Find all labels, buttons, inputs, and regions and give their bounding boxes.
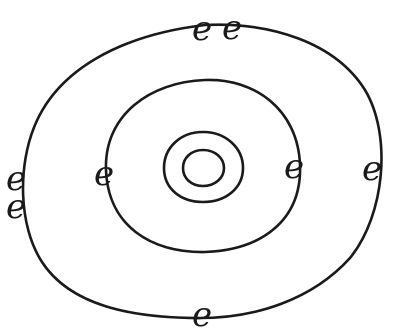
nucleus-inner-circle (183, 150, 224, 186)
nucleus-outer-circle (164, 132, 243, 202)
outer-electron-top-2: e (222, 8, 242, 48)
outer-electron-bottom: e (192, 295, 212, 329)
inner-electron-right: e (284, 147, 304, 187)
outer-electron-top-1: e (192, 9, 212, 49)
inner-electron-left: e (94, 154, 114, 194)
inner-shell-ring (106, 80, 300, 252)
outer-electron-right: e (362, 149, 382, 189)
outer-electron-left-2: e (6, 187, 26, 227)
outer-shell-ring (23, 25, 381, 318)
